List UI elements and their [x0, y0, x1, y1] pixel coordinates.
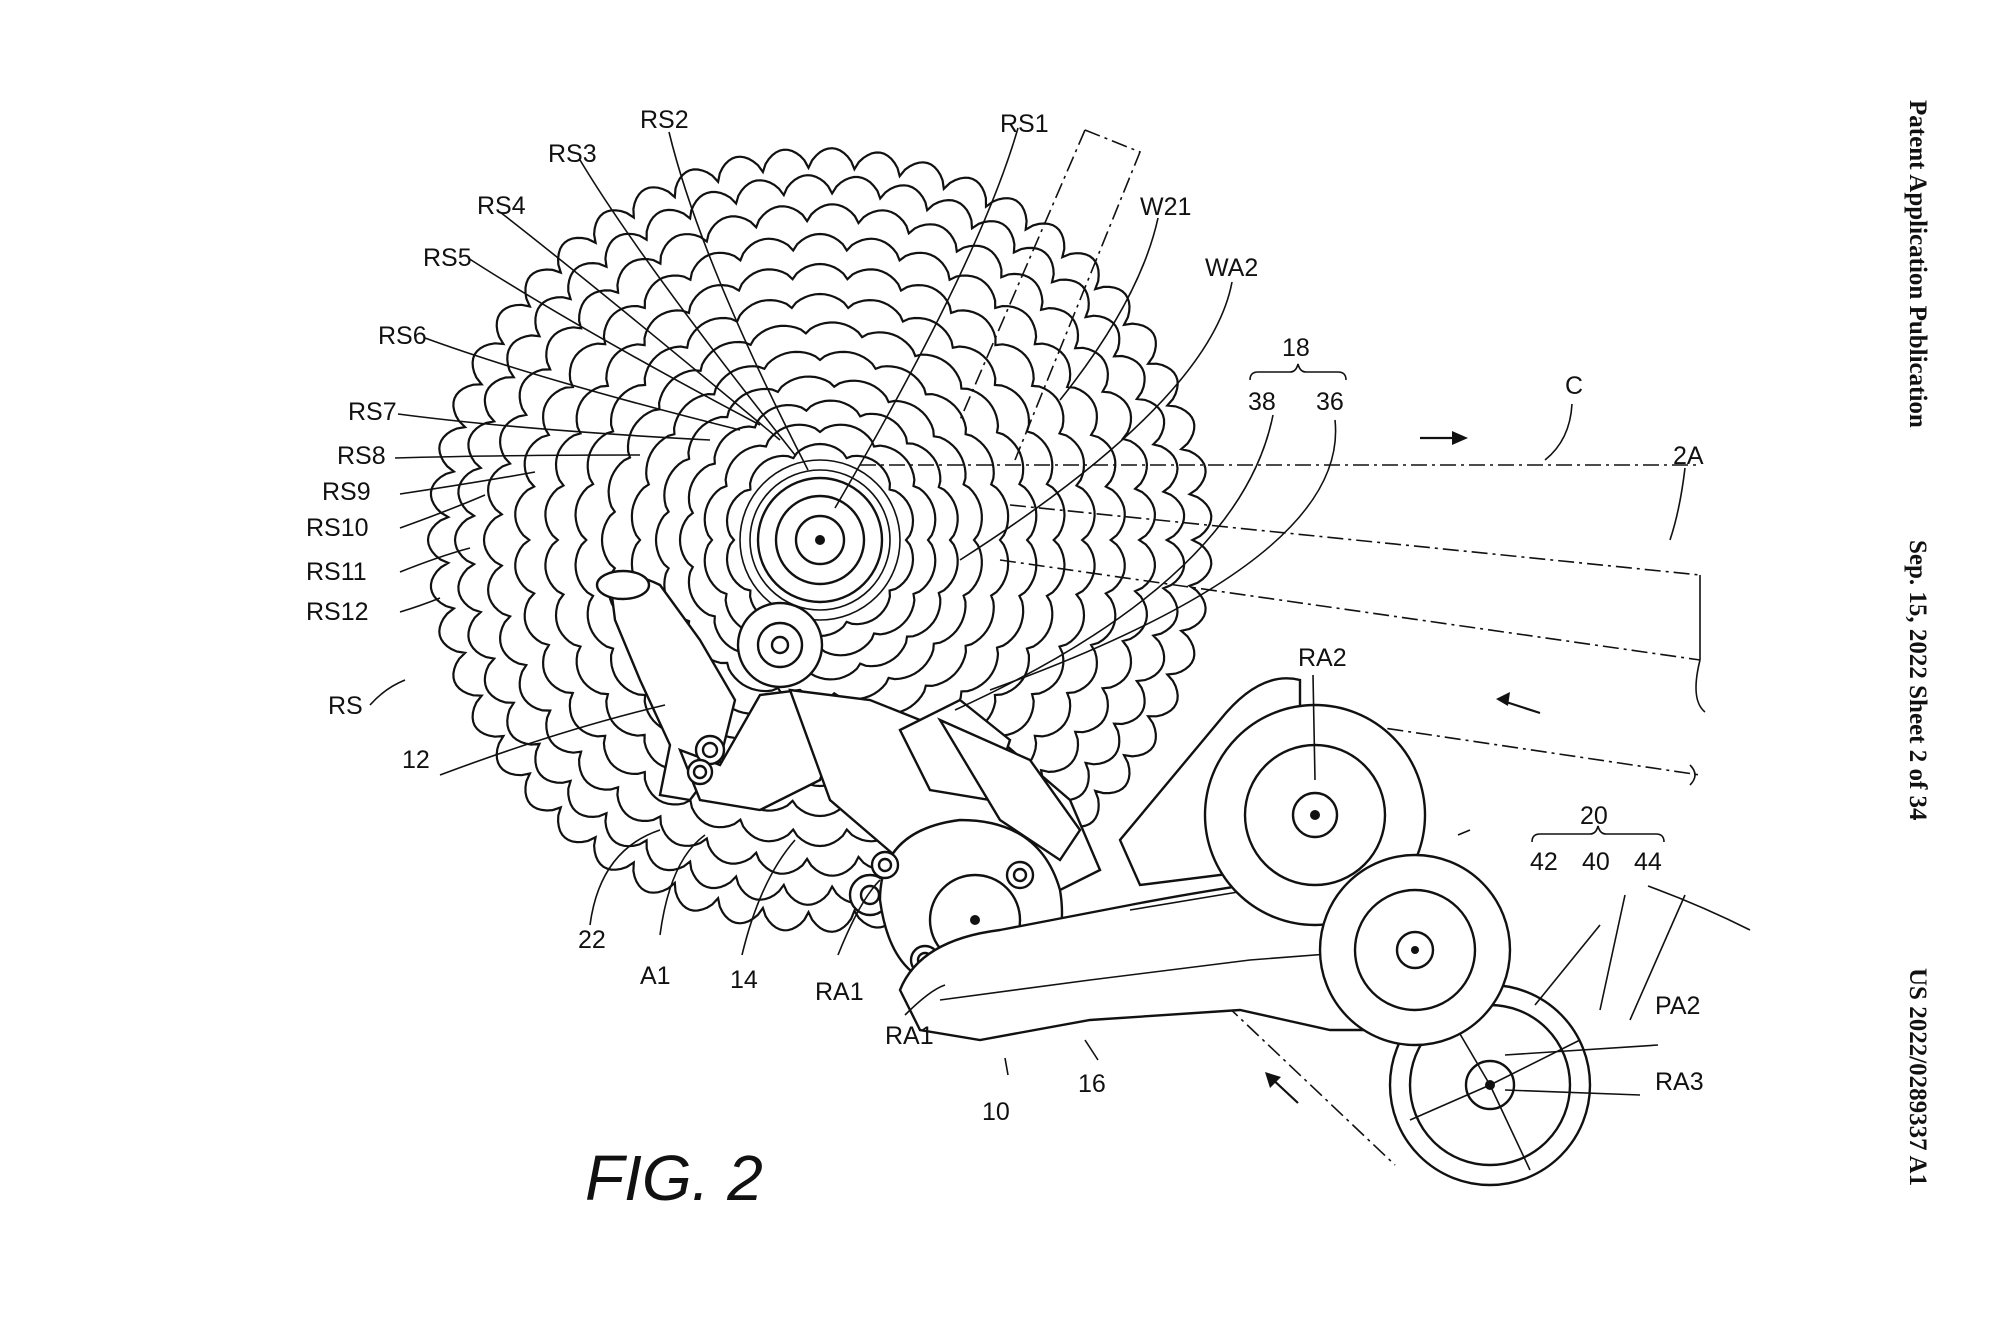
- figure-caption: FIG. 2: [585, 1142, 763, 1214]
- label-rs11: RS11: [306, 558, 367, 586]
- label-rs3: RS3: [548, 140, 597, 168]
- label-rs: RS: [328, 692, 363, 720]
- label-rs2: RS2: [640, 106, 689, 134]
- label-rs4: RS4: [477, 192, 526, 220]
- hub-body: [758, 478, 882, 602]
- label-16: 16: [1078, 1070, 1106, 1098]
- label-rs10: RS10: [306, 514, 369, 542]
- label-42: 42: [1530, 848, 1558, 876]
- label-36: 36: [1316, 388, 1344, 416]
- label-ra3: RA3: [1655, 1068, 1704, 1096]
- label-w21: W21: [1140, 193, 1191, 221]
- label-40: 40: [1582, 848, 1610, 876]
- label-22: 22: [578, 926, 606, 954]
- label-wa2: WA2: [1205, 254, 1258, 282]
- label-rs8: RS8: [337, 442, 386, 470]
- label-44: 44: [1634, 848, 1662, 876]
- patent-header: Patent Application Publication Sep. 15, …: [1904, 100, 1931, 1186]
- label-rs7: RS7: [348, 398, 397, 426]
- label-rs6: RS6: [378, 322, 427, 350]
- label-14: 14: [730, 966, 758, 994]
- label-rs9: RS9: [322, 478, 371, 506]
- header-date-sheet: Sep. 15, 2022 Sheet 2 of 34: [1904, 540, 1931, 821]
- header-number: US 2022/0289337 A1: [1904, 968, 1931, 1186]
- label-20: 20: [1580, 802, 1608, 830]
- label-18: 18: [1282, 334, 1310, 362]
- label-2a: 2A: [1673, 442, 1704, 470]
- label-ra1-a: RA1: [815, 978, 864, 1006]
- label-12: 12: [402, 746, 430, 774]
- cage-pivot: [1320, 855, 1510, 1045]
- label-c: C: [1565, 372, 1583, 400]
- label-10: 10: [982, 1098, 1010, 1126]
- label-ra2: RA2: [1298, 644, 1347, 672]
- label-rs5: RS5: [423, 244, 472, 272]
- label-rs12: RS12: [306, 598, 369, 626]
- header-publication: Patent Application Publication: [1904, 100, 1931, 428]
- label-38: 38: [1248, 388, 1276, 416]
- label-rs1: RS1: [1000, 110, 1049, 138]
- label-ra1-b: RA1: [885, 1022, 934, 1050]
- label-pa2: PA2: [1655, 992, 1700, 1020]
- label-a1: A1: [640, 962, 671, 990]
